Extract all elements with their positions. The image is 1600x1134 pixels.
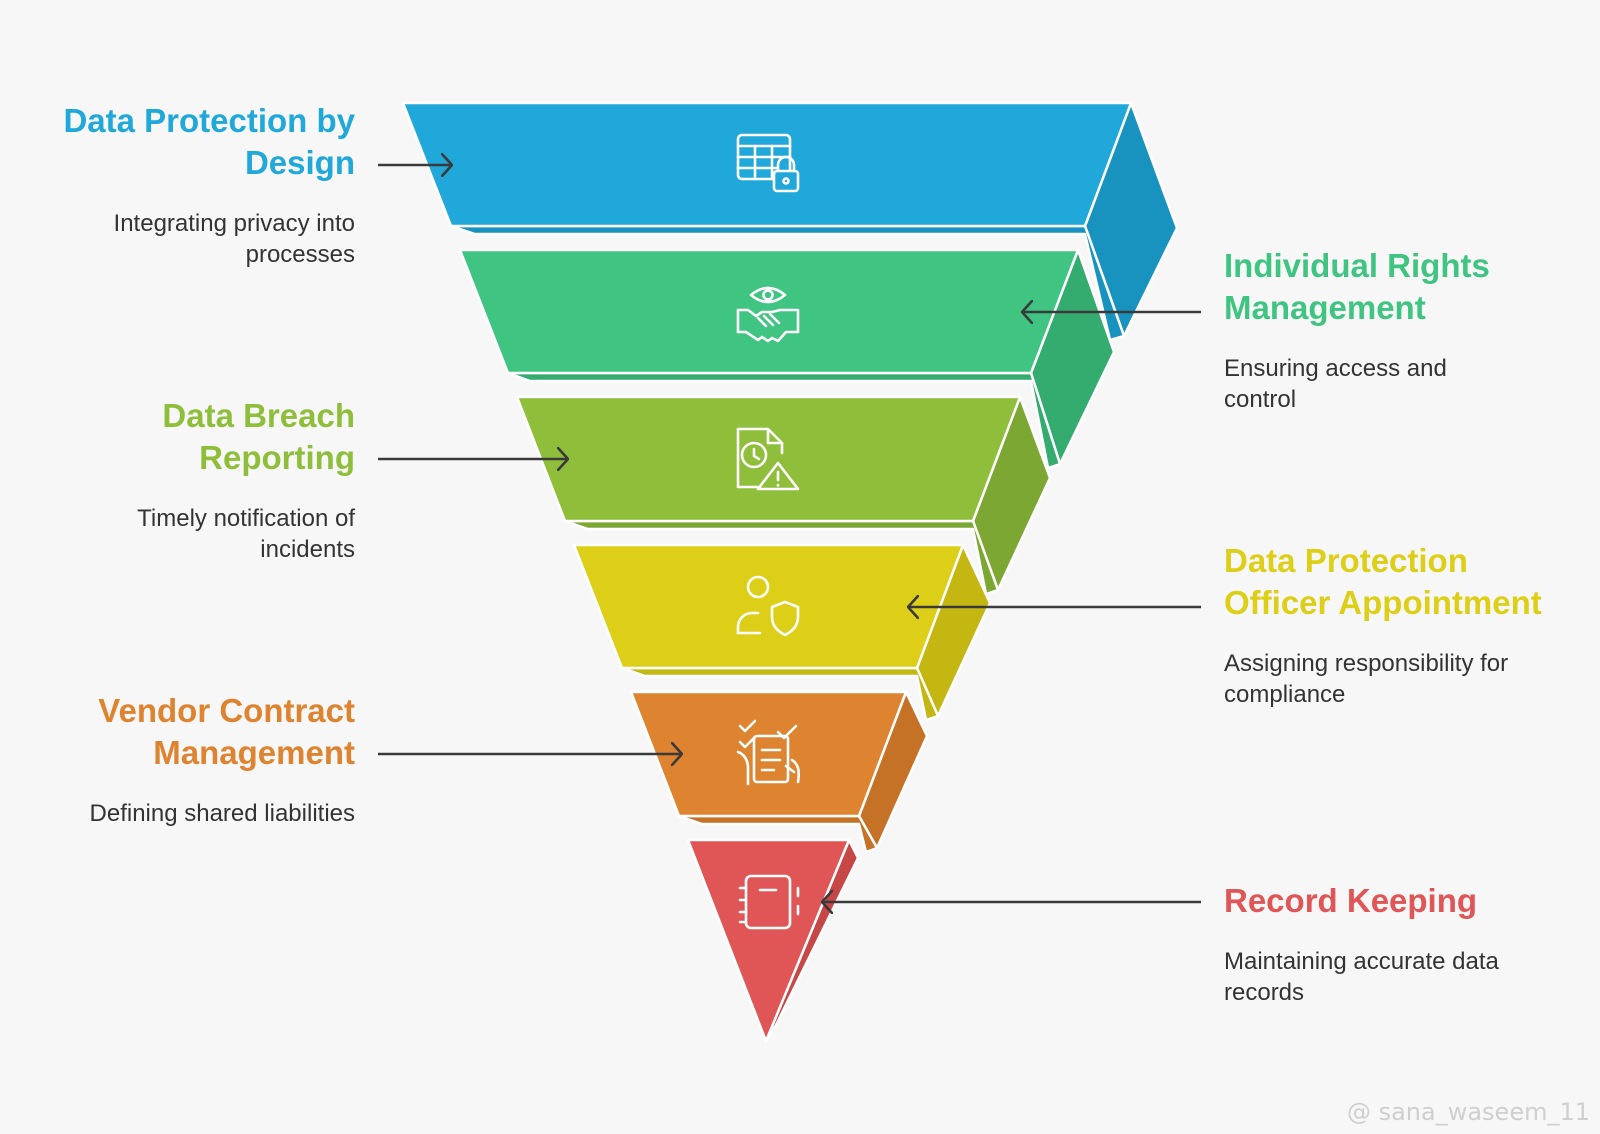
stage-description: Maintaining accurate data records: [1224, 948, 1499, 1006]
stage-description: Timely notification of incidents: [137, 505, 355, 563]
funnel-stage-1: [401, 101, 1179, 342]
stage-title: Data Protection Officer Appointment: [1224, 542, 1542, 621]
stage-title: Data Protection by Design: [63, 102, 355, 181]
stage-front-face: [515, 395, 1022, 523]
stage-description: Integrating privacy into processes: [113, 210, 355, 268]
stage-description: Ensuring access and control: [1224, 355, 1447, 413]
funnel-stage-5: [629, 690, 929, 854]
eye-handshake-icon: [736, 286, 800, 343]
stage-description: Assigning responsibility for compliance: [1224, 650, 1509, 708]
table-lock-icon: [736, 133, 800, 193]
funnel-stage-3: [515, 395, 1052, 596]
funnel-stage-4: [572, 543, 992, 722]
notebook-icon: [738, 874, 800, 930]
stage-description: Defining shared liabilities: [89, 800, 355, 827]
stage-title: Record Keeping: [1224, 882, 1478, 919]
person-shield-icon: [736, 575, 800, 637]
stage-front-face: [686, 838, 851, 1043]
contract-checklist-hand-icon: [736, 719, 801, 786]
stage-title: Data Breach Reporting: [162, 397, 355, 476]
watermark: @ sana_waseem_11: [1346, 1098, 1590, 1126]
funnel-stage-6: [686, 838, 860, 1043]
stage-title: Vendor Contract Management: [98, 692, 355, 771]
stage-title: Individual Rights Management: [1224, 247, 1490, 326]
stage-front-face: [572, 543, 965, 670]
document-clock-warning-icon: [736, 427, 800, 491]
stage-front-face: [401, 101, 1133, 228]
stage-front-face: [629, 690, 908, 818]
